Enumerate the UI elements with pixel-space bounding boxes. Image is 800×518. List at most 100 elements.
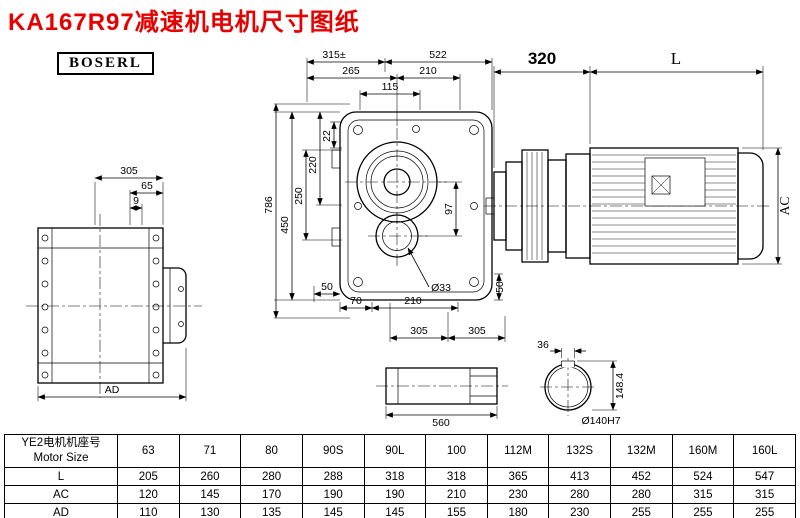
column-header: 132S xyxy=(548,434,611,468)
dim-label-220: 220 xyxy=(307,156,319,174)
table-header-row: YE2电机机座号 Motor Size 63 71 80 90S 90L 100… xyxy=(4,434,796,468)
column-header: 71 xyxy=(178,434,242,468)
dim-label-786: 786 xyxy=(263,196,275,214)
dim-label-210-bottom: 210 xyxy=(404,295,422,307)
row-label: AD xyxy=(4,503,118,518)
table-cell: 260 xyxy=(178,467,242,486)
dim-label-97: 97 xyxy=(443,203,455,215)
dim-label-305-left: 305 xyxy=(120,165,138,177)
column-header: 112M xyxy=(486,434,550,468)
table-cell: 547 xyxy=(733,467,796,486)
row-label: AC xyxy=(4,485,118,504)
table-cell: 413 xyxy=(548,467,611,486)
column-header: 90L xyxy=(363,434,427,468)
gearbox-front-outline xyxy=(339,111,493,301)
section-view: 36 148.4 Ø140H7 xyxy=(537,339,626,427)
technical-drawing: 305 65 9 AD xyxy=(26,49,792,429)
table-cell: 210 xyxy=(425,485,488,504)
dim-label-50-left: 50 xyxy=(321,281,333,293)
output-bore xyxy=(356,141,438,223)
table-cell: 130 xyxy=(178,503,242,518)
row-label: L xyxy=(4,467,118,486)
table-cell: 180 xyxy=(486,503,550,518)
dim-label-315: 315± xyxy=(322,49,346,61)
dim-label-AC: AC xyxy=(777,197,792,216)
table-cell: 110 xyxy=(117,503,180,518)
dim-label-L: L xyxy=(671,49,681,68)
column-header: 160L xyxy=(733,434,796,468)
dim-label-305-a: 305 xyxy=(410,325,428,337)
dim-label-d33: Ø33 xyxy=(431,282,451,294)
motor-side-view: 320 L AC xyxy=(484,49,792,265)
boserl-logo: BOSERL xyxy=(57,52,154,75)
table-cell: 120 xyxy=(117,485,180,504)
dim-label-d140: Ø140H7 xyxy=(581,415,620,427)
dim-label-265: 265 xyxy=(342,65,360,77)
table-cell: 190 xyxy=(363,485,427,504)
dim-label-250: 250 xyxy=(293,187,305,205)
table-cell: 230 xyxy=(486,485,550,504)
table-cell: 255 xyxy=(733,503,796,518)
dim-label-9: 9 xyxy=(133,195,139,207)
table-cell: 280 xyxy=(548,485,611,504)
table-cell: 280 xyxy=(610,485,673,504)
dim-label-522: 522 xyxy=(429,49,447,61)
column-header: 63 xyxy=(117,434,180,468)
left-view: 305 65 9 AD xyxy=(26,165,202,401)
table-cell: 315 xyxy=(733,485,796,504)
dim-label-50-right: 50 xyxy=(494,281,506,293)
dim-label-70: 70 xyxy=(350,295,362,307)
column-header: 80 xyxy=(240,434,303,468)
header-cn: YE2电机机座号 xyxy=(21,437,101,449)
motor-size-header: YE2电机机座号 Motor Size xyxy=(4,434,118,468)
table-cell: 315 xyxy=(671,485,735,504)
dim-label-560: 560 xyxy=(432,417,450,429)
table-row-AC: AC 120 145 170 190 190 210 230 280 280 3… xyxy=(4,485,796,504)
table-cell: 155 xyxy=(425,503,488,518)
shaft-outline xyxy=(385,367,498,405)
table-cell: 318 xyxy=(425,467,488,486)
table-row-L: L 205 260 280 288 318 318 365 413 452 52… xyxy=(4,467,796,486)
table-cell: 135 xyxy=(240,503,303,518)
column-header: 90S xyxy=(301,434,365,468)
dim-label-65: 65 xyxy=(141,180,153,192)
table-cell: 524 xyxy=(671,467,735,486)
table-cell: 145 xyxy=(363,503,427,518)
table-cell: 205 xyxy=(117,467,180,486)
dim-label-450: 450 xyxy=(279,216,291,234)
column-header: 160M xyxy=(671,434,735,468)
page-title: KA167R97减速机电机尺寸图纸 xyxy=(8,9,360,36)
table-cell: 190 xyxy=(301,485,365,504)
front-view: 315± 522 265 210 115 22 220 xyxy=(263,49,506,342)
table-cell: 280 xyxy=(240,467,303,486)
gearbox-end-outline xyxy=(37,227,164,384)
table-cell: 145 xyxy=(178,485,242,504)
dim-label-305-b: 305 xyxy=(468,325,486,337)
table-cell: 145 xyxy=(301,503,365,518)
table-cell: 255 xyxy=(610,503,673,518)
dim-label-148: 148.4 xyxy=(614,373,626,399)
fan-cover xyxy=(737,152,764,260)
dim-label-36: 36 xyxy=(537,339,549,351)
dim-label-320: 320 xyxy=(528,49,556,68)
terminal-box xyxy=(644,157,706,207)
table-cell: 288 xyxy=(301,467,365,486)
table-cell: 365 xyxy=(486,467,550,486)
header-en: Motor Size xyxy=(33,452,89,464)
table-cell: 318 xyxy=(363,467,427,486)
lower-bore xyxy=(375,214,419,258)
dim-label-22: 22 xyxy=(321,130,333,142)
table-cell: 170 xyxy=(240,485,303,504)
column-header: 132M xyxy=(610,434,673,468)
output-flange xyxy=(163,267,187,344)
table-row-AD: AD 110 130 135 145 145 155 180 230 255 2… xyxy=(4,503,796,518)
dim-label-210-top: 210 xyxy=(419,65,437,77)
dim-label-AD: AD xyxy=(105,384,120,396)
table-cell: 255 xyxy=(671,503,735,518)
dim-label-115: 115 xyxy=(382,81,399,93)
column-header: 100 xyxy=(425,434,488,468)
shaft-view: 560 xyxy=(376,367,508,429)
motor-size-table: YE2电机机座号 Motor Size 63 71 80 90S 90L 100… xyxy=(4,434,796,518)
table-cell: 230 xyxy=(548,503,611,518)
